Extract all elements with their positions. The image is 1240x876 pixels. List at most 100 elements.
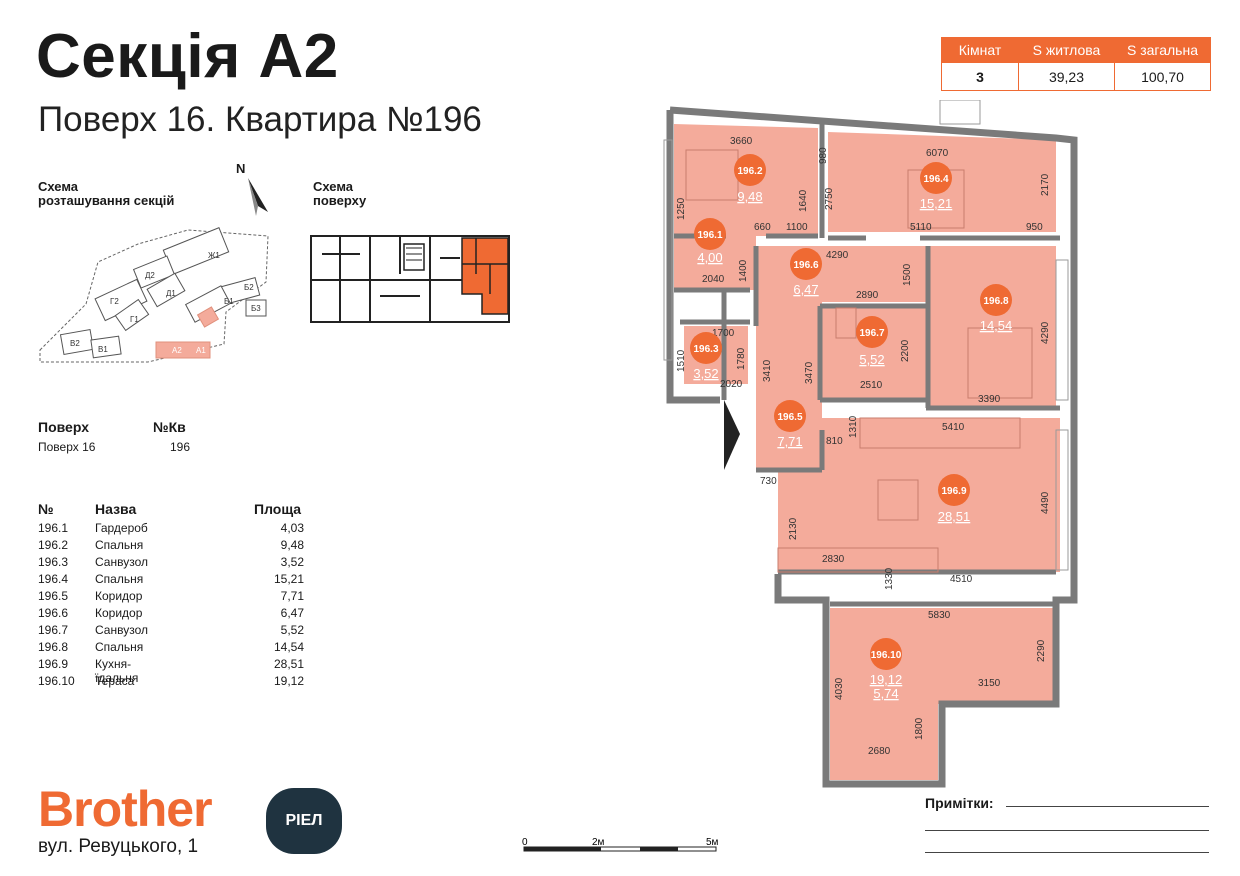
notes-line	[1006, 806, 1209, 807]
floor-value: Поверх 16	[38, 440, 96, 454]
scale-label-0: 0	[522, 837, 528, 848]
label-a1: А1	[196, 346, 206, 355]
room-badge-id: 196.5	[777, 412, 802, 423]
dim-label: 4290	[1040, 321, 1051, 344]
room-badge-196-3: 196.3 3,52	[690, 332, 722, 381]
room-name: Санвузол	[95, 555, 148, 569]
room-badge-area: 19,12	[870, 672, 903, 687]
notes-line	[925, 830, 1209, 831]
room-name: Спальня	[95, 538, 144, 552]
brand-logo: Brother	[38, 781, 213, 837]
north-label: N	[236, 161, 246, 176]
dim-label: 2680	[868, 746, 891, 757]
room-badge-area: 28,51	[938, 509, 971, 524]
sections-caption-line2: розташування секцій	[38, 193, 175, 208]
dim-label: 5830	[928, 610, 951, 621]
dim-label: 3150	[978, 678, 1001, 689]
rooms-header-number: №	[38, 501, 54, 517]
apt-value: 196	[170, 440, 191, 454]
dim-label: 2200	[900, 339, 911, 362]
floor-scheme-caption: Схема поверху	[313, 180, 366, 208]
dim-label: 3390	[978, 394, 1001, 405]
dim-label: 2130	[788, 517, 799, 540]
room-area: 4,03	[280, 521, 304, 535]
summary-rooms-value: 3	[941, 62, 1019, 91]
label-d2: Д2	[145, 271, 155, 280]
room-badge-area: 4,00	[697, 250, 722, 265]
room-name: Гардероб	[95, 521, 148, 535]
room-badge-id: 196.9	[941, 486, 966, 497]
dim-label: 2510	[860, 380, 883, 391]
label-v1: В1	[98, 345, 108, 354]
floor-caption-line1: Схема	[313, 179, 354, 194]
section-a2-highlight	[196, 306, 220, 328]
notes-label: Примітки:	[925, 795, 994, 811]
apartment-highlight	[461, 237, 509, 315]
label-b3: Б3	[251, 304, 261, 313]
room-badge-id: 196.1	[697, 230, 722, 241]
room-name: Спальня	[95, 640, 144, 654]
dim-label: 4490	[1040, 491, 1051, 514]
room-number: 196.1	[38, 521, 69, 535]
room-area: 6,47	[280, 606, 304, 620]
label-zh1: Ж1	[208, 251, 220, 260]
scale-label-5m: 5м	[706, 837, 719, 848]
room-badge-id: 196.6	[793, 260, 818, 271]
room-number: 196.10	[38, 674, 75, 688]
room-badge-id: 196.3	[693, 344, 718, 355]
sections-scheme-caption: Схема розташування секцій	[38, 180, 174, 208]
room-badge-196-4: 196.4 15,21	[920, 162, 953, 211]
room-badge-area: 3,52	[693, 366, 718, 381]
dim-label: 1310	[848, 415, 859, 438]
summary-total-value: 100,70	[1114, 62, 1211, 91]
dim-label: 950	[1026, 222, 1043, 233]
entrance-marker-icon	[724, 400, 740, 470]
room-name: Коридор	[95, 606, 143, 620]
apartment-subtitle: Поверх 16. Квартира №196	[38, 100, 482, 139]
dim-label: 1640	[798, 189, 809, 212]
room-area: 7,71	[280, 589, 304, 603]
room-area: 9,48	[280, 538, 304, 552]
room-name: Спальня	[95, 572, 144, 586]
dim-label: 1250	[676, 197, 687, 220]
floor-scheme	[310, 235, 510, 323]
dim-label: 1330	[884, 567, 895, 590]
dim-label: 5110	[910, 222, 932, 233]
dim-label: 1780	[736, 347, 747, 370]
summary-header-rooms: Кімнат	[941, 37, 1019, 63]
dim-label: 810	[826, 436, 843, 447]
room-name: Тераса	[95, 674, 135, 688]
dim-label: 3470	[804, 361, 815, 384]
label-b2: Б2	[244, 283, 254, 292]
room-number: 196.9	[38, 657, 69, 671]
room-number: 196.6	[38, 606, 69, 620]
room-badge-id: 196.8	[983, 296, 1008, 307]
room-badge-area: 7,71	[777, 434, 802, 449]
sections-caption-line1: Схема	[38, 179, 79, 194]
label-v2: В2	[70, 339, 80, 348]
room-badge-id: 196.4	[923, 174, 948, 185]
scale-bar: 0 2м 5м	[522, 837, 719, 852]
room-badge-196-9: 196.9 28,51	[938, 474, 971, 524]
dim-label: 980	[818, 147, 829, 164]
room-badge-196-1: 196.1 4,00	[694, 218, 726, 265]
room-badge-area: 9,48	[737, 189, 762, 204]
dim-label: 6070	[926, 148, 949, 159]
dim-label: 1800	[914, 717, 925, 740]
room-badge-area: 14,54	[980, 318, 1013, 333]
label-d1: Д1	[166, 289, 176, 298]
room-area: 28,51	[273, 657, 304, 671]
dim-label: 2290	[1036, 639, 1047, 662]
room-badge-area: 15,21	[920, 196, 953, 211]
dim-label: 2830	[822, 554, 845, 565]
north-arrow-icon	[248, 178, 268, 216]
label-b1: Б1	[224, 297, 234, 306]
room-number: 196.5	[38, 589, 69, 603]
room-area: 15,21	[273, 572, 304, 586]
dim-label: 2040	[702, 274, 725, 285]
room-number: 196.4	[38, 572, 69, 586]
notes-line	[925, 852, 1209, 853]
rooms-header-name: Назва	[95, 501, 137, 517]
floor-caption-line2: поверху	[313, 193, 367, 208]
